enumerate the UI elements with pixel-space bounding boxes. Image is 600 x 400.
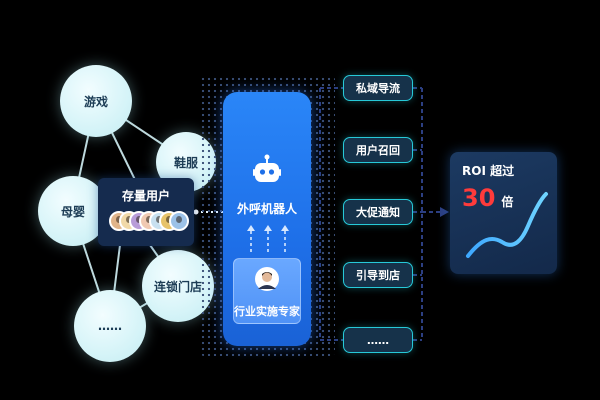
- node-chain-store-label: 连锁门店: [153, 279, 202, 294]
- roi-unit: 倍: [501, 195, 514, 209]
- connector-dot: [193, 209, 199, 215]
- outcome-private-traffic: 私域导流: [343, 75, 413, 101]
- node-game: 游戏: [60, 65, 132, 137]
- outcome-label: 引导到店: [356, 269, 400, 282]
- outcome-more: ……: [343, 327, 413, 353]
- stock-users-card: 存量用户: [98, 178, 194, 246]
- roi-label: ROI 超过: [462, 164, 515, 178]
- outcome-label: 私域导流: [356, 82, 400, 95]
- upload-arrow-icon: [247, 225, 289, 252]
- outcome-user-recall: 用户召回: [343, 137, 413, 163]
- stock-users-title: 存量用户: [121, 189, 170, 203]
- outcome-guide-to-store: 引导到店: [343, 262, 413, 288]
- expert-avatar-icon: [255, 267, 279, 291]
- roi-number: 30: [462, 184, 496, 212]
- node-baby: 母婴: [38, 176, 108, 246]
- robot-icon: [253, 154, 281, 182]
- expert-card: 行业实施专家: [233, 258, 301, 324]
- roi-card: ROI 超过 30 倍: [450, 152, 557, 274]
- user-avatar-icon: [169, 211, 189, 231]
- node-shoes-label: 鞋服: [173, 155, 198, 170]
- outcome-label: ……: [367, 333, 389, 347]
- outcome-promotion-notice: 大促通知: [343, 199, 413, 225]
- node-more: ……: [74, 290, 146, 362]
- arrow-to-roi-icon: [440, 207, 449, 217]
- expert-label: 行业实施专家: [234, 305, 300, 318]
- outcome-label: 大促通知: [356, 206, 400, 219]
- outcome-label: 用户召回: [356, 144, 400, 157]
- node-game-label: 游戏: [83, 94, 108, 109]
- growth-curve-icon: [466, 192, 548, 258]
- roi-value: 30 倍: [462, 184, 513, 216]
- robot-title: 外呼机器人: [236, 202, 297, 216]
- robot-panel: 外呼机器人 行业实施专家: [223, 92, 311, 346]
- node-more-label: ……: [98, 319, 122, 333]
- node-baby-label: 母婴: [60, 204, 85, 219]
